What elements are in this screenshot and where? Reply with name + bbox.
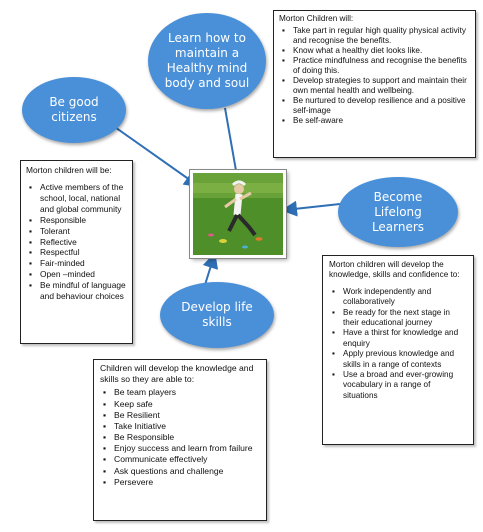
bubble-lifelong-label: Become Lifelong Learners [371, 189, 425, 234]
bubble-citizens-label: Be good citizens [49, 95, 99, 124]
list-item: Be nurtured to develop resilience and a … [282, 96, 470, 116]
list-item: Apply previous knowledge and skills in a… [332, 349, 467, 370]
list-item: Be self-aware [282, 116, 470, 126]
list-item: Reflective [29, 237, 127, 248]
list-item: Ask questions and challenge [103, 466, 260, 477]
list-item: Communicate effectively [103, 454, 260, 465]
list-item: Fair-minded [29, 258, 127, 269]
list-item: Have a thirst for knowledge and enquiry [332, 328, 467, 349]
list-item: Take Initiative [103, 421, 260, 432]
child-running-photo [189, 169, 287, 259]
list-item: Active members of the school, local, nat… [29, 182, 127, 215]
list-item: Take part in regular high quality physic… [282, 26, 470, 46]
list-item: Be Resilient [103, 410, 260, 421]
bubble-learn-healthy: Learn how to maintain a Healthy mind bod… [148, 13, 266, 109]
list-item: Develop strategies to support and mainta… [282, 76, 470, 96]
list-item: Responsible [29, 215, 127, 226]
list-item: Be ready for the next stage in their edu… [332, 308, 467, 329]
arrow-citizens [111, 124, 201, 188]
box-citizens-lead: Morton children will be: [26, 165, 112, 175]
arrow-lifelong [281, 200, 341, 217]
list-item: Respectful [29, 247, 127, 258]
box-citizens-list: Active members of the school, local, nat… [26, 182, 127, 302]
list-item: Enjoy success and learn from failure [103, 443, 260, 454]
box-lifelong-learners: Morton children will develop the knowled… [322, 255, 474, 445]
list-item: Practice mindfulness and recognise the b… [282, 56, 470, 76]
bubble-life-skills-label: Develop life skills [181, 300, 253, 329]
list-item: Be mindful of language and behaviour cho… [29, 280, 127, 302]
box-good-citizens: Morton children will be: Active members … [20, 160, 133, 344]
box-healthy-mind: Morton Children will: Take part in regul… [273, 10, 476, 158]
list-item: Be team players [103, 387, 260, 398]
list-item: Know what a healthy diet looks like. [282, 46, 470, 56]
list-item: Work independently and collaboratively [332, 287, 467, 308]
box-life-skills-list: Be team players Keep safe Be Resilient T… [100, 387, 260, 488]
list-item: Tolerant [29, 226, 127, 237]
list-item: Keep safe [103, 399, 260, 410]
arrow-learn [224, 107, 244, 186]
bubble-good-citizens: Be good citizens [22, 77, 126, 143]
list-item: Persevere [103, 477, 260, 488]
box-life-skills-lead: Children will develop the knowledge and … [100, 363, 254, 385]
bubble-develop-life-skills: Develop life skills [160, 282, 274, 348]
box-life-skills: Children will develop the knowledge and … [93, 359, 267, 521]
box-healthy-list: Take part in regular high quality physic… [279, 26, 470, 126]
box-healthy-lead: Morton Children will: [279, 14, 354, 23]
bubble-learn-label: Learn how to maintain a Healthy mind bod… [164, 31, 250, 90]
box-lifelong-list: Work independently and collaboratively B… [329, 287, 467, 401]
list-item: Use a broad and ever-growing vocabulary … [332, 370, 467, 401]
list-item: Be Responsible [103, 432, 260, 443]
bubble-lifelong-learners: Become Lifelong Learners [338, 177, 458, 247]
box-lifelong-lead: Morton children will develop the knowled… [329, 260, 460, 280]
list-item: Open –minded [29, 269, 127, 280]
